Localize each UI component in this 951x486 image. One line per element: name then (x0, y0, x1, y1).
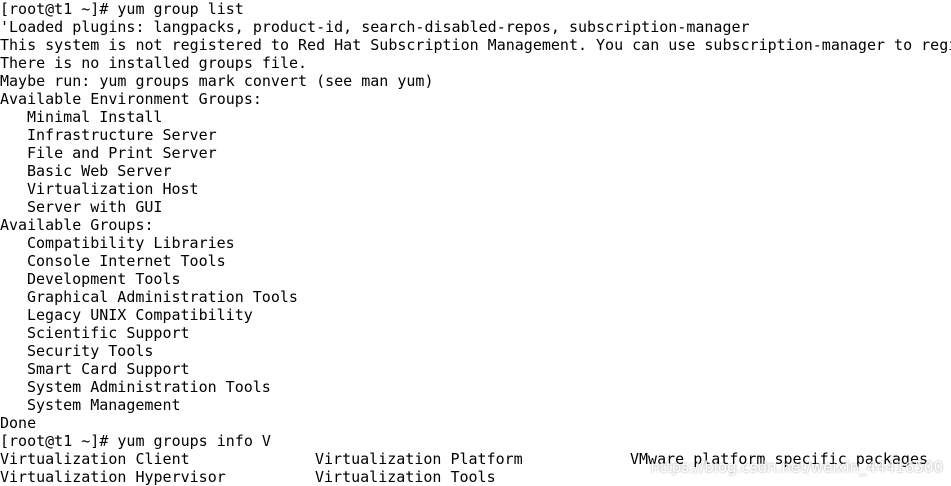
group-item: Scientific Support (27, 324, 190, 342)
completion-option: Virtualization Client (0, 450, 190, 468)
group-item: Legacy UNIX Compatibility (27, 306, 253, 324)
command-prompt-line-active[interactable]: [root@t1 ~]# yum groups info V (0, 432, 271, 450)
output-line-no-groups-file: There is no installed groups file. (0, 54, 308, 72)
completion-option: Virtualization Hypervisor (0, 468, 226, 486)
group-item: System Administration Tools (27, 378, 271, 396)
group-item: System Management (27, 396, 181, 414)
environment-group-item: Minimal Install (27, 108, 163, 126)
tab-completion-row: Virtualization Hypervisor Virtualization… (0, 468, 951, 486)
environment-group-item: Server with GUI (27, 198, 163, 216)
tab-completion-row: Virtualization Client Virtualization Pla… (0, 450, 951, 468)
output-line-maybe-run: Maybe run: yum groups mark convert (see … (0, 72, 434, 90)
environment-group-item: Virtualization Host (27, 180, 199, 198)
environment-group-item: Infrastructure Server (27, 126, 217, 144)
completion-option: Virtualization Tools (315, 468, 496, 486)
environment-group-item: Basic Web Server (27, 162, 172, 180)
available-groups-header: Available Groups: (0, 216, 154, 234)
group-item: Development Tools (27, 270, 181, 288)
watermark-text: https://blog.csdn.net/weixin_44416500 (650, 458, 943, 476)
output-line-subscription: This system is not registered to Red Hat… (0, 36, 951, 54)
completion-option: Virtualization Platform (315, 450, 523, 468)
command-prompt-line: [root@t1 ~]# yum group list (0, 0, 244, 18)
environment-group-item: File and Print Server (27, 144, 217, 162)
group-item: Console Internet Tools (27, 252, 226, 270)
output-line-plugins: 'Loaded plugins: langpacks, product-id, … (0, 18, 750, 36)
completion-option: VMware platform specific packages (630, 450, 929, 468)
output-done: Done (0, 414, 37, 432)
environment-groups-header: Available Environment Groups: (0, 90, 262, 108)
group-item: Smart Card Support (27, 360, 190, 378)
group-item: Graphical Administration Tools (27, 288, 298, 306)
group-item: Compatibility Libraries (27, 234, 235, 252)
group-item: Security Tools (27, 342, 154, 360)
